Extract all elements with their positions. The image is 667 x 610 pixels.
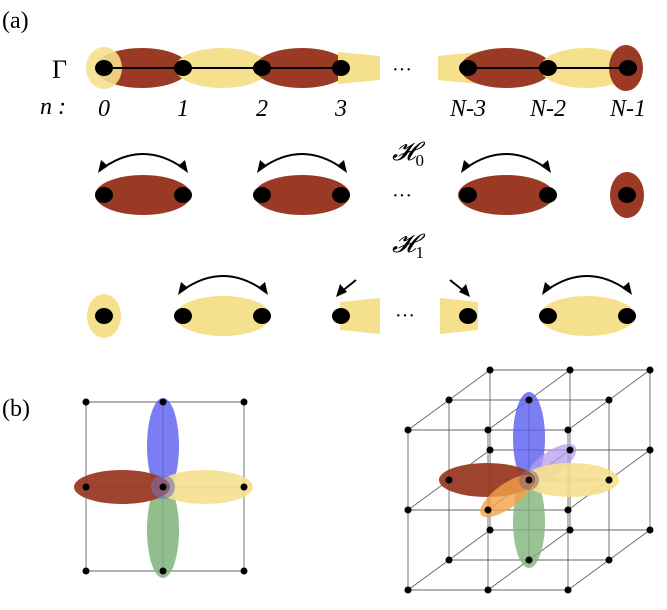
node bbox=[404, 586, 412, 594]
node bbox=[539, 187, 557, 203]
ellipsis: ··· bbox=[392, 185, 412, 207]
hop-arrow bbox=[261, 153, 343, 169]
node bbox=[646, 446, 654, 454]
bond-red bbox=[458, 175, 554, 215]
h1-row: ··· bbox=[87, 275, 636, 338]
node bbox=[605, 396, 613, 404]
node bbox=[566, 366, 574, 374]
bond-yellow bbox=[539, 296, 635, 336]
node bbox=[82, 398, 90, 406]
node bbox=[525, 396, 533, 404]
node bbox=[253, 187, 271, 203]
graph-symbol: Γ bbox=[52, 55, 67, 84]
node bbox=[240, 398, 248, 406]
bond-blue bbox=[147, 398, 179, 494]
node bbox=[404, 426, 412, 434]
bond-red bbox=[254, 175, 350, 215]
node bbox=[486, 526, 494, 534]
node bbox=[539, 308, 557, 324]
ellipsis: ··· bbox=[392, 59, 412, 81]
bond-yellow-partial bbox=[338, 52, 380, 84]
h1-subscript: 1 bbox=[415, 243, 424, 262]
node bbox=[174, 60, 192, 76]
node bbox=[159, 398, 167, 406]
hop-arrow bbox=[102, 153, 184, 169]
node bbox=[82, 567, 90, 575]
lattice-3d bbox=[404, 366, 654, 594]
node bbox=[486, 366, 494, 374]
node bbox=[564, 506, 572, 514]
node bbox=[332, 187, 350, 203]
hop-arrow bbox=[546, 275, 628, 291]
node bbox=[159, 567, 167, 575]
site-label: N-2 bbox=[529, 96, 566, 122]
index-label: n : bbox=[40, 94, 66, 120]
bond-yellow bbox=[157, 470, 253, 504]
node bbox=[618, 187, 636, 203]
node bbox=[445, 396, 453, 404]
bond-red bbox=[95, 175, 191, 215]
node bbox=[525, 556, 533, 564]
node bbox=[174, 308, 192, 324]
panel-a-label: (a) bbox=[2, 8, 29, 34]
hop-arrow bbox=[182, 275, 264, 291]
hop-arrow bbox=[465, 153, 547, 169]
panel-b-label: (b) bbox=[2, 396, 30, 422]
bond-yellow bbox=[523, 463, 619, 497]
site-label: 0 bbox=[98, 96, 110, 122]
node bbox=[240, 483, 248, 491]
lattice-2d bbox=[74, 398, 253, 578]
node bbox=[539, 60, 557, 76]
site-label: 3 bbox=[334, 96, 347, 122]
node bbox=[174, 187, 192, 203]
node bbox=[253, 308, 271, 324]
node bbox=[564, 426, 572, 434]
bond-orange bbox=[480, 474, 534, 518]
node bbox=[82, 483, 90, 491]
node bbox=[95, 187, 113, 203]
node bbox=[159, 483, 167, 491]
site-label: 1 bbox=[177, 96, 189, 122]
node bbox=[459, 60, 477, 76]
node bbox=[240, 567, 248, 575]
node bbox=[566, 526, 574, 534]
node bbox=[459, 187, 477, 203]
h0-label: 𝓗0 bbox=[392, 137, 426, 170]
node bbox=[484, 426, 492, 434]
site-label: N-3 bbox=[449, 96, 486, 122]
h0-row: ··· bbox=[95, 153, 644, 218]
bond-yellow bbox=[175, 296, 271, 336]
node bbox=[564, 586, 572, 594]
gamma-chain bbox=[86, 45, 643, 91]
node bbox=[605, 476, 613, 484]
node bbox=[95, 60, 113, 76]
node bbox=[332, 60, 350, 76]
node bbox=[618, 308, 636, 324]
h0-subscript: 0 bbox=[415, 151, 424, 170]
node bbox=[566, 446, 574, 454]
h1-label: 𝓗1 bbox=[392, 229, 426, 262]
node bbox=[253, 60, 271, 76]
ellipsis: ··· bbox=[395, 305, 415, 327]
bond-red bbox=[74, 470, 170, 504]
bond-green bbox=[147, 482, 179, 578]
node bbox=[445, 556, 453, 564]
site-label: N-1 bbox=[609, 96, 646, 122]
node bbox=[605, 556, 613, 564]
node bbox=[646, 526, 654, 534]
node bbox=[484, 586, 492, 594]
node bbox=[459, 308, 477, 324]
node bbox=[646, 366, 654, 374]
bond-yellow-partial bbox=[340, 298, 380, 334]
node bbox=[619, 60, 637, 76]
node bbox=[484, 506, 492, 514]
node bbox=[525, 476, 533, 484]
node bbox=[445, 476, 453, 484]
node bbox=[95, 308, 113, 324]
node bbox=[332, 308, 350, 324]
site-label: 2 bbox=[256, 96, 268, 122]
node bbox=[404, 506, 412, 514]
node bbox=[486, 446, 494, 454]
